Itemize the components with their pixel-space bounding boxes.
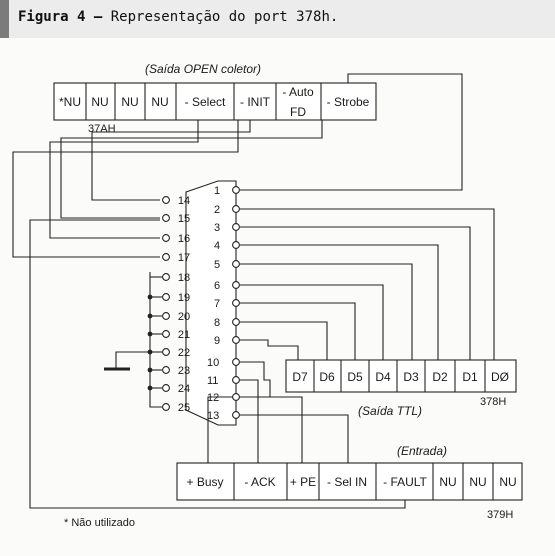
pin-25: 25 <box>178 402 190 414</box>
reg37A-cell-4: NU <box>151 95 168 109</box>
reg379-cell-4: - Sel IN <box>327 475 367 489</box>
wiring <box>12 73 495 509</box>
figure-title-bar: Figura 4 – Representação do port 378h. <box>0 0 555 38</box>
right-pins: 1 2 3 4 5 6 7 8 9 10 11 12 13 <box>207 185 240 422</box>
pin-1: 1 <box>214 185 220 197</box>
pin-20: 20 <box>178 311 190 323</box>
pin-11: 11 <box>207 375 218 387</box>
reg378-caption: (Saída TTL) <box>358 404 422 418</box>
pin-19: 19 <box>178 292 190 304</box>
figure-caption: Representação do port 378h. <box>110 9 339 25</box>
reg379-address: 379H <box>487 509 513 521</box>
pin-15: 15 <box>178 213 190 225</box>
reg378-cell-4: D4 <box>375 370 391 384</box>
pin-23: 23 <box>178 365 190 377</box>
reg37A-cell-3: NU <box>121 95 138 109</box>
reg379-cell-6: NU <box>439 475 456 489</box>
register-379: + Busy - ACK + PE - Sel IN - FAULT NU NU… <box>176 462 523 501</box>
pin-14: 14 <box>178 195 190 207</box>
pin-12: 12 <box>207 392 219 404</box>
pin-3: 3 <box>214 222 220 234</box>
reg378-cell-8: DØ <box>491 370 509 384</box>
reg378-cell-7: D1 <box>462 370 478 384</box>
pin-18: 18 <box>178 272 190 284</box>
pin-2: 2 <box>214 204 220 216</box>
figure-number: Figura 4 – <box>18 9 103 25</box>
reg378-frame <box>285 359 517 393</box>
pin-10: 10 <box>207 357 219 369</box>
left-pins: 14 15 16 17 18 19 20 21 22 23 24 25 <box>162 195 190 414</box>
pin-8: 8 <box>214 317 220 329</box>
reg378-cell-6: D2 <box>432 370 448 384</box>
reg378-cell-5: D3 <box>403 370 419 384</box>
pin-9: 9 <box>214 335 220 347</box>
title-accent <box>0 0 9 38</box>
pin-22: 22 <box>178 347 190 359</box>
register-378: D7 D6 D5 D4 D3 D2 D1 DØ <box>285 359 517 393</box>
reg379-caption: (Entrada) <box>397 444 447 458</box>
reg37A-cell-5: - Select <box>185 95 226 109</box>
reg37A-frame <box>53 82 377 121</box>
reg379-cell-5: - FAULT <box>383 475 427 489</box>
footnote: * Não utilizado <box>64 517 135 529</box>
reg37A-cell-8: - Strobe <box>327 95 370 109</box>
pin-16: 16 <box>178 233 190 245</box>
db25-connector <box>185 180 237 426</box>
ground-junctions <box>147 294 153 391</box>
pin-6: 6 <box>214 280 220 292</box>
reg37A-caption: (Saída OPEN coletor) <box>145 62 261 76</box>
reg379-cell-7: NU <box>469 475 486 489</box>
pin-21: 21 <box>178 329 190 341</box>
reg379-cell-3: + PE <box>290 475 316 489</box>
reg379-cell-2: - ACK <box>244 475 275 489</box>
reg379-cell-1: + Busy <box>186 475 223 489</box>
reg37A-cell-1: *NU <box>59 95 81 109</box>
reg378-address: 378H <box>480 396 506 408</box>
pin-13: 13 <box>207 410 219 422</box>
pin-5: 5 <box>214 259 220 271</box>
reg37A-cell-6: - INIT <box>240 95 271 109</box>
pin-7: 7 <box>214 298 220 310</box>
reg378-cell-1: D7 <box>292 370 308 384</box>
figure-title: Figura 4 – Representação do port 378h. <box>18 9 338 25</box>
reg379-cell-8: NU <box>499 475 516 489</box>
reg37A-cell-2: NU <box>91 95 108 109</box>
pin-17: 17 <box>178 252 190 264</box>
reg378-cell-3: D5 <box>347 370 363 384</box>
pin-4: 4 <box>214 240 220 252</box>
reg378-cell-2: D6 <box>319 370 335 384</box>
pin-24: 24 <box>178 383 190 395</box>
